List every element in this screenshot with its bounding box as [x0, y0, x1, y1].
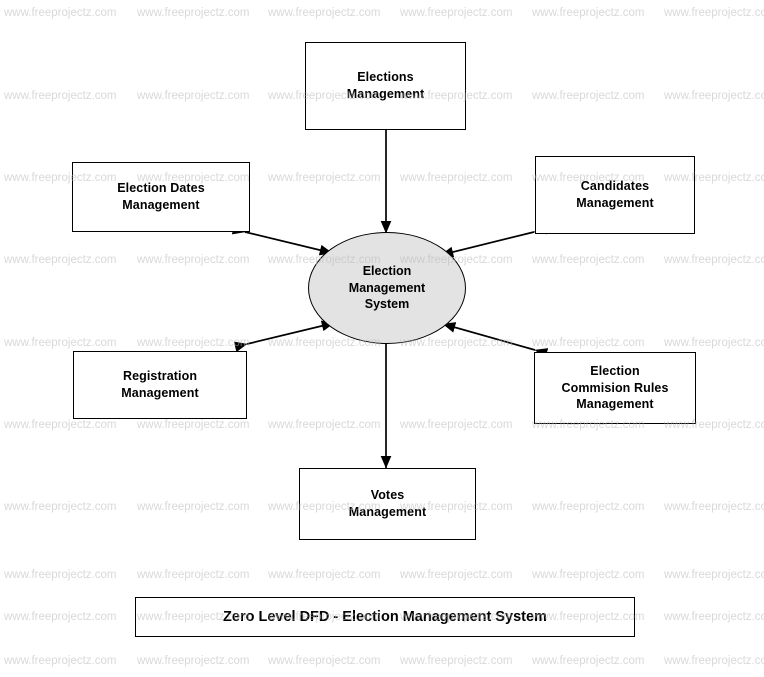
process-election-management-system[interactable]: Election Management System	[308, 232, 466, 344]
connector-election-dates-management	[231, 223, 333, 256]
entity-registration-management-label: Registration Management	[121, 369, 199, 400]
entity-elections-management-label: Elections Management	[346, 70, 425, 101]
entity-candidates-management[interactable]: Candidates Management	[535, 156, 695, 234]
diagram-caption-label: Zero Level DFD - Election Management Sys…	[223, 609, 547, 625]
entity-registration-management[interactable]: Registration Management	[73, 351, 247, 419]
entity-election-dates-management[interactable]: Election Dates Management	[72, 162, 250, 232]
entity-elections-management[interactable]: Elections Management	[305, 42, 466, 130]
entity-votes-management[interactable]: Votes Management	[299, 468, 476, 540]
process-label: Election Management System	[348, 263, 426, 312]
diagram-caption: Zero Level DFD - Election Management Sys…	[135, 597, 635, 637]
entity-candidates-management-label: Candidates Management	[576, 179, 654, 210]
connector-election-commision-rules-management	[442, 322, 549, 359]
entity-election-dates-management-label: Election Dates Management	[117, 181, 205, 212]
entity-election-commision-rules-management-label: Election Commision Rules Management	[561, 363, 669, 412]
connector-candidates-management	[440, 223, 548, 258]
entity-election-commision-rules-management[interactable]: Election Commision Rules Management	[534, 352, 696, 424]
entity-votes-management-label: Votes Management	[348, 488, 427, 519]
connector-registration-management	[233, 320, 335, 353]
